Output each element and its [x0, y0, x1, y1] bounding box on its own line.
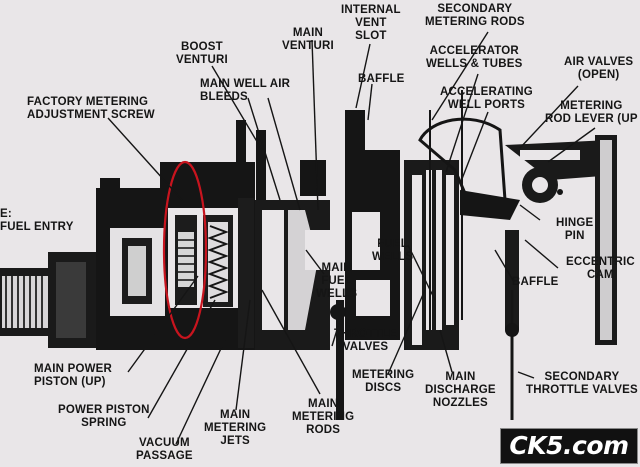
bolts	[100, 168, 235, 196]
carburetor-body-center	[330, 110, 400, 420]
leader-lines	[107, 31, 596, 445]
fuel-inlet-fitting	[0, 252, 96, 348]
label-air-valves-open: AIR VALVES(OPEN)	[564, 56, 634, 81]
watermark-logo: CK5.com	[500, 428, 638, 464]
label-baffle-right: BAFFLE	[512, 276, 559, 288]
watermark-text: CK5.com	[509, 431, 629, 460]
label-fuel-entry: E:FUEL ENTRY	[0, 208, 74, 233]
label-baffle-top: BAFFLE	[358, 73, 405, 85]
secondary-section	[460, 135, 617, 420]
accelerator-wells	[404, 90, 507, 350]
highlight-ellipse	[162, 160, 208, 340]
